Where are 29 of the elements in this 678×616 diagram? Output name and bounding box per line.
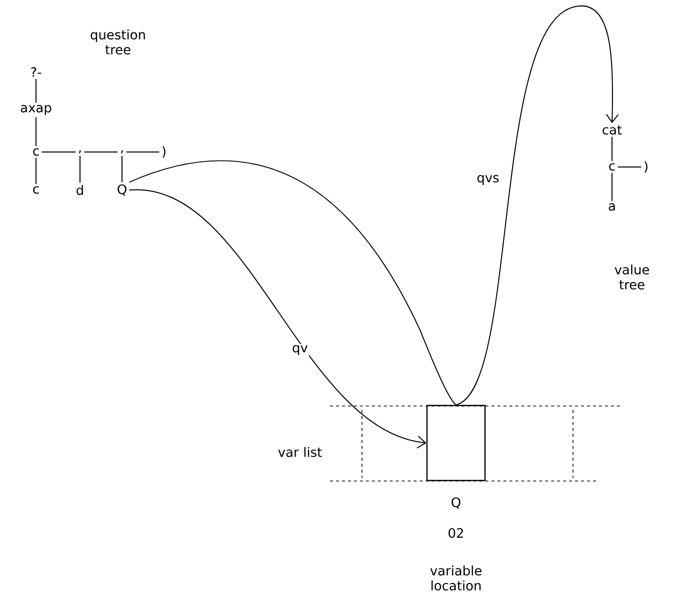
curved-line [128, 160, 456, 406]
tree-term: ) [644, 161, 648, 173]
tree-branch [41, 151, 76, 152]
cell-caption: Q [452, 497, 460, 509]
edge-label: qvs [476, 174, 500, 186]
variable-cell [426, 404, 486, 482]
tree-term: ?- [31, 67, 42, 77]
tree-term: d [76, 184, 83, 195]
tree-term: Q [118, 184, 126, 196]
annotation: question tree [90, 30, 145, 54]
tree-branch [126, 151, 160, 152]
tree-term: ) [162, 146, 166, 158]
cell-caption: variable location [430, 566, 482, 590]
tree-term: c [609, 163, 615, 171]
annotation: var list [278, 446, 322, 457]
tree-branch [617, 166, 642, 168]
tree-term: c [33, 186, 39, 194]
cell-caption: 02 [448, 528, 463, 538]
tree-branch [84, 151, 118, 152]
tree-term: , [120, 150, 123, 154]
annotation: value tree [614, 264, 650, 290]
tree-term: axap [20, 105, 52, 115]
curved-arrow [456, 6, 619, 406]
tree-term: c [33, 148, 39, 156]
tree-term: , [78, 150, 81, 154]
tree-term: cat [602, 125, 622, 135]
curved-arrow [128, 189, 426, 449]
tree-term: a [608, 203, 615, 211]
edge-label: qv [291, 344, 309, 356]
